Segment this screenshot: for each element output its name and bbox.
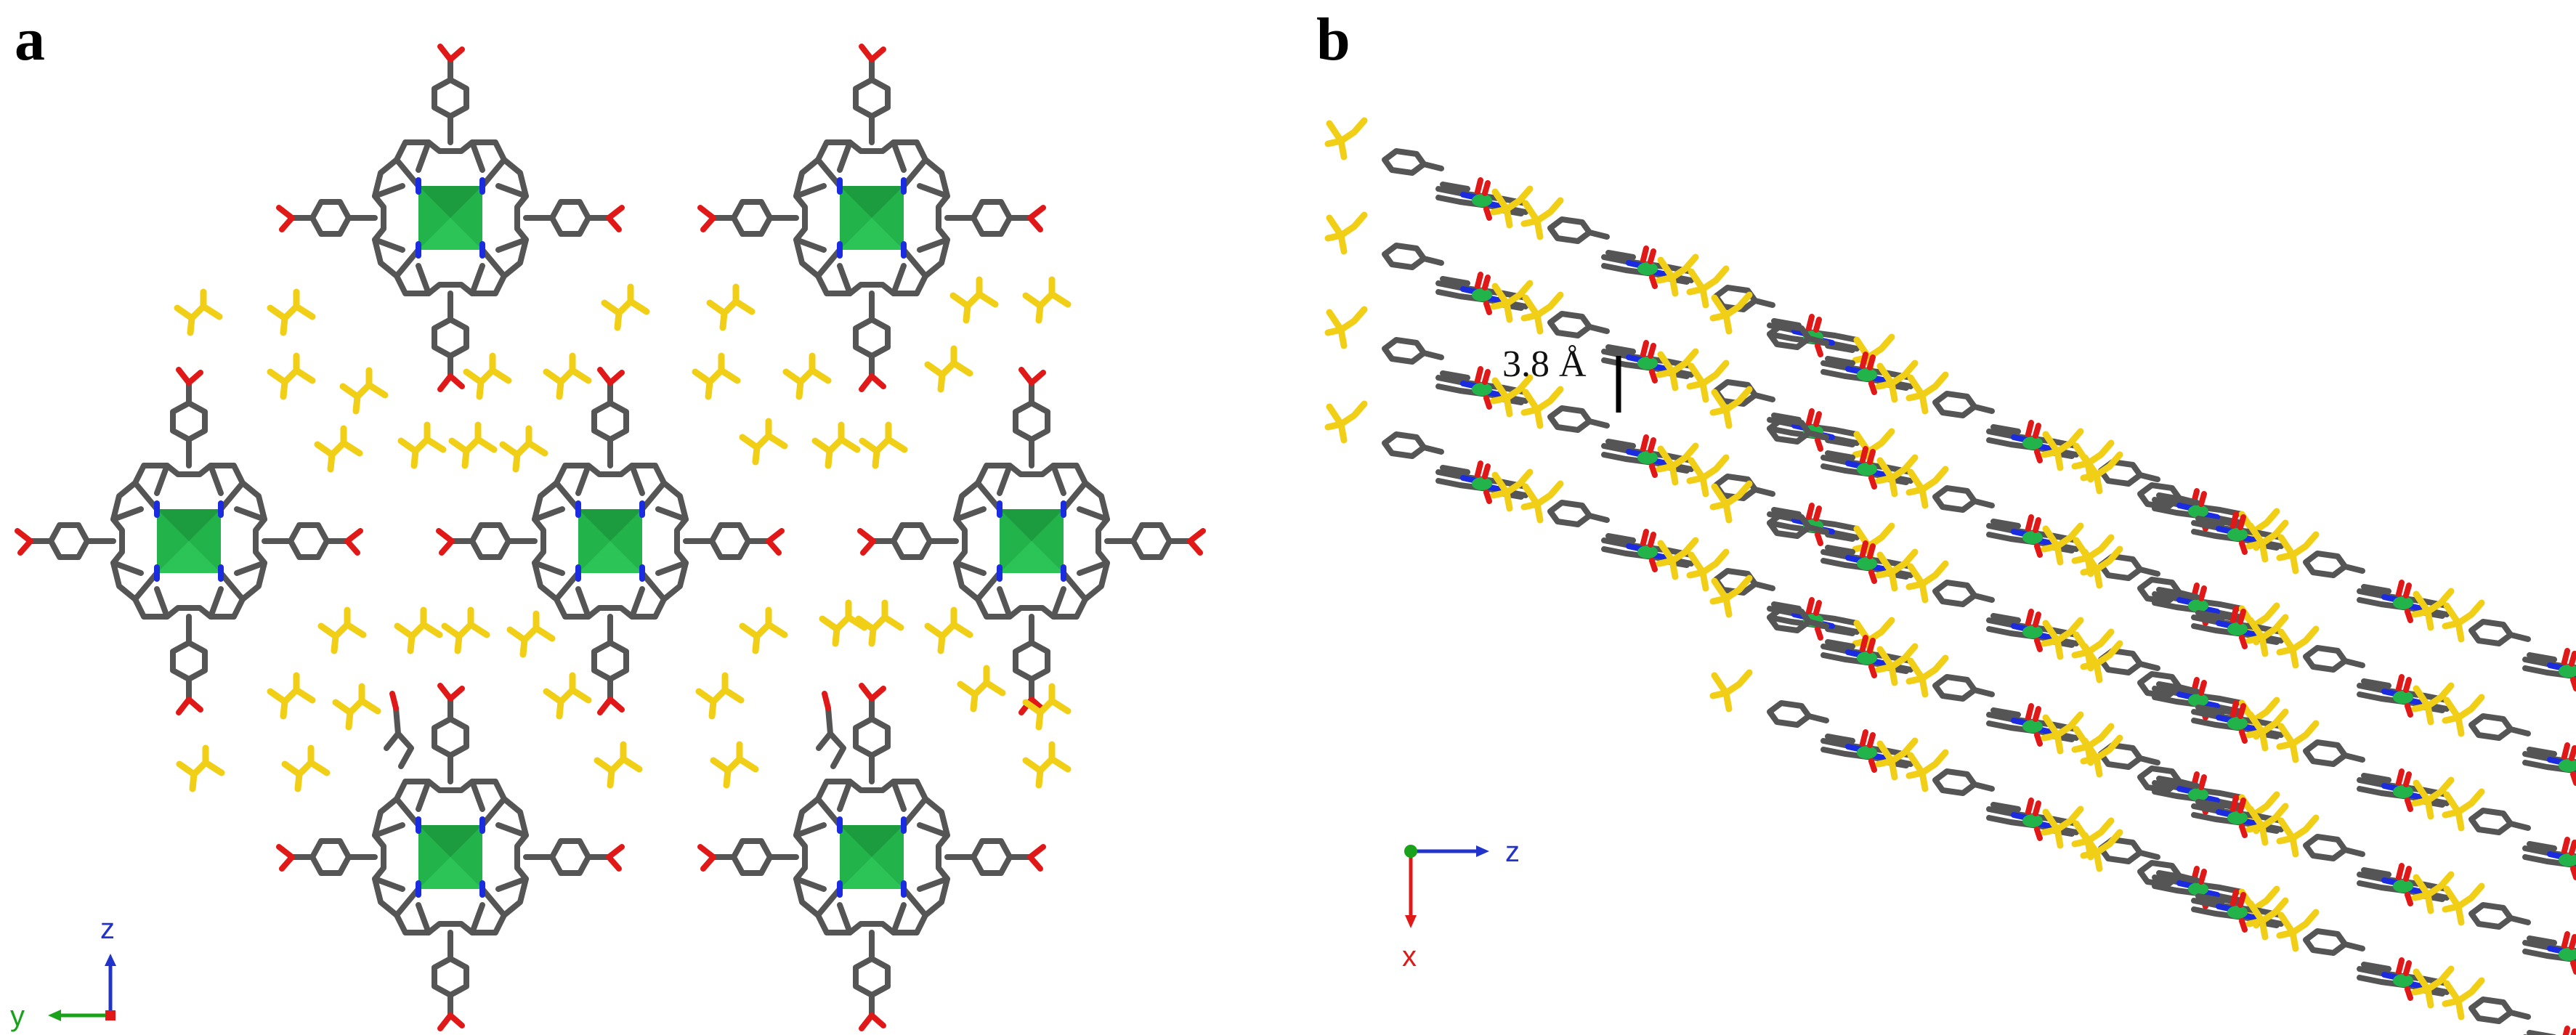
phenyl-ring [1935,488,1992,510]
phenyl-ring [2306,742,2362,764]
phenyl-ring [2306,931,2362,953]
phenyl-ring [2306,648,2362,670]
phenyl-ring [1385,340,1441,362]
axis-triad-a: z y [10,913,116,1032]
porphyrin-edge-on [1438,180,1526,218]
solvent-molecule [1713,484,1749,520]
phenyl-ring [1550,314,1607,336]
phenyl-ring [1935,677,1992,699]
panel-b-label: b [1316,6,1350,73]
panel-a: a [10,6,1203,1032]
solvent-molecule [1713,295,1749,331]
porphyrin-edge-on [1989,706,2076,744]
phenyl-ring [1935,394,1992,415]
stacking-distance-label: 3.8 Å [1502,344,1587,385]
porphyrin-edge-on [2360,583,2447,620]
porphyrin-edge-on [1823,732,1911,770]
axis-triad-b: z x [1402,836,1520,973]
solvent-molecule [1328,121,1364,157]
porphyrin-edge-on [2360,960,2447,998]
porphyrin-edge-on [2360,866,2447,904]
porphyrin-edge-on [1604,437,1691,475]
phenyl-ring [2471,905,2528,927]
porphyrin-edge-on [1989,423,2076,460]
axis-label-z-b: z [1505,836,1520,868]
porphyrin-edge-on [2525,934,2576,972]
porphyrin-edge-on [1770,506,1857,543]
phenyl-ring [2471,622,2528,644]
solvent-molecule [1328,309,1364,346]
porphyrin-edge-on [1604,248,1691,286]
porphyrin-edge-on [1823,354,1911,392]
porphyrin-edge-on [2525,651,2576,689]
porphyrin-edge-on [1989,517,2076,555]
porphyrin-edge-on [1823,638,1911,675]
phenyl-ring [1550,219,1607,241]
phenyl-ring [2306,553,2362,575]
porphyrin-edge-on [2525,745,2576,783]
porphyrin-edge-on [1989,612,2076,649]
phenyl-ring [1770,703,1826,725]
porphyrin-edge-on [2360,677,2447,715]
stacking-distance: 3.8 Å [1502,344,1621,413]
solvent-molecule [1713,578,1749,614]
phenyl-ring [1385,151,1441,173]
porphyrin-edge-on [2525,1028,2576,1035]
phenyl-ring [2471,811,2528,832]
porphyrin-edge-on [1604,532,1691,569]
porphyrin-edge-on [1438,463,1526,501]
phenyl-ring [1385,245,1441,267]
porphyrin-edge-on [1770,317,1857,354]
phenyl-ring [1550,503,1607,524]
porphyrin-edge-on [2360,771,2447,809]
phenyl-ring [1385,434,1441,456]
phenyl-ring [1550,408,1607,430]
solvent-molecule [1328,215,1364,251]
porphyrin-edge-on [1989,800,2076,838]
phenyl-ring [1935,771,1992,793]
phenyl-ring [2471,999,2528,1021]
solvent-molecule [1328,404,1364,440]
porphyrin-units [17,46,1203,1028]
axis-label-z-a: z [100,913,115,945]
axis-label-y-a: y [10,1000,25,1032]
porphyrin-edge-on [2525,840,2576,877]
porphyrin-edge-on [1438,275,1526,312]
panel-a-label: a [15,6,45,73]
porphyrin-edge-on [1823,543,1911,581]
porphyrin-stacks [1328,121,2576,1035]
panel-b: b 3.8 Å z x [1316,6,2576,1035]
solvent-molecule [1713,389,1749,426]
phenyl-ring [2306,837,2362,859]
porphyrin-edge-on [1823,449,1911,487]
porphyrin-edge-on [1770,411,1857,449]
solvent-molecules [177,280,1068,789]
phenyl-ring [2471,716,2528,738]
porphyrin-edge-on [1770,600,1857,638]
solvent-molecule [1713,673,1749,709]
phenyl-ring [1935,583,1992,604]
axis-label-x-b: x [1402,941,1417,973]
